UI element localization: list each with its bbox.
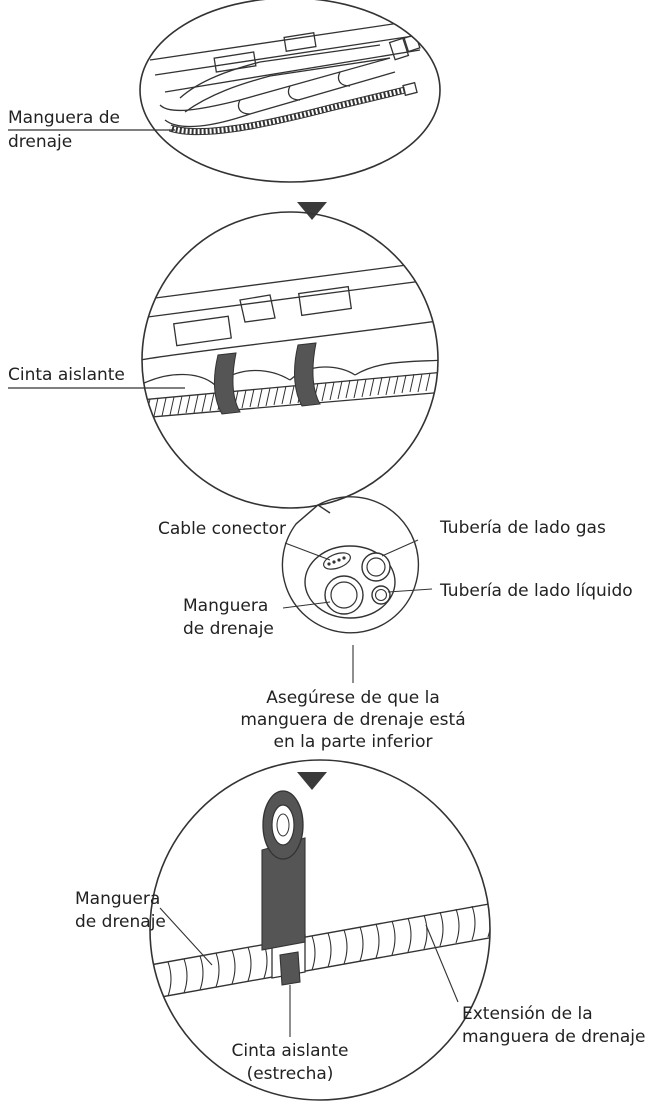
extension-label-line2: manguera de drenaje [462, 1027, 646, 1047]
down-arrow-icon [297, 772, 327, 790]
insulating-tape-label: Cinta aislante [8, 365, 125, 385]
cross-drain-hose-label-line1: Manguera [183, 596, 269, 616]
drain-hose-label-line1: Manguera de [8, 108, 120, 128]
liquid-pipe-label: Tubería de lado líquido [440, 581, 633, 601]
panel3-drain-hose-label-line1: Manguera [75, 889, 161, 909]
cross-section-illustration [281, 496, 433, 683]
drain-hose-label-line2: drenaje [8, 132, 73, 152]
panel-1-illustration [8, 0, 441, 183]
gas-pipe-label: Tubería de lado gas [440, 518, 606, 538]
narrow-tape-label-line1: Cinta aislante [231, 1041, 349, 1061]
panel-2-illustration [8, 211, 439, 509]
panel3-drain-hose-label-line2: de drenaje [75, 912, 166, 932]
narrow-tape-label-line2: (estrecha) [246, 1064, 334, 1084]
down-arrow-icon [297, 202, 327, 220]
note-line3: en la parte inferior [273, 732, 433, 752]
insulating-tape-band [214, 342, 321, 415]
tape-roll [261, 790, 306, 986]
connector-cable-label: Cable conector [158, 519, 287, 539]
cross-drain-hose-label-line2: de drenaje [183, 619, 274, 639]
note-line1: Asegúrese de que la [266, 688, 440, 708]
note-line2: manguera de drenaje está [240, 710, 466, 730]
panel-3-illustration [149, 759, 491, 1101]
extension-label-line1: Extensión de la [462, 1004, 593, 1024]
